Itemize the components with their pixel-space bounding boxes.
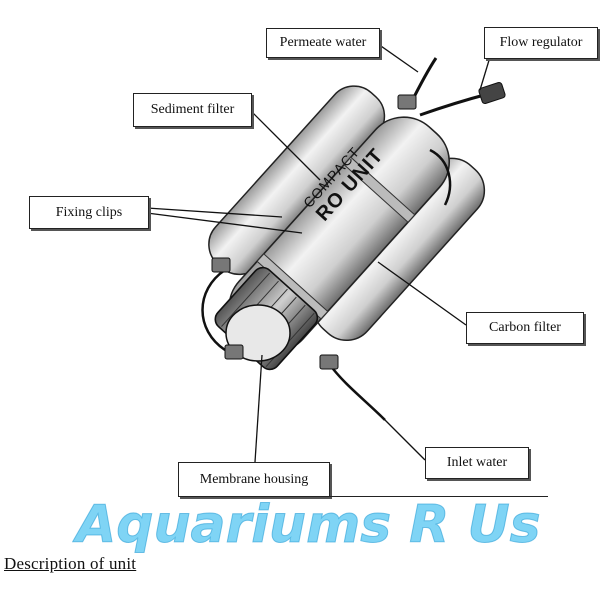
description-heading: Description of unit: [4, 554, 137, 573]
fitting: [224, 344, 244, 360]
label-permeate-water: Permeate water: [266, 28, 380, 58]
leader-lines: [146, 43, 491, 463]
watermark-logo: Aquariums R Us: [72, 495, 541, 556]
label-sediment-filter: Sediment filter: [133, 93, 252, 127]
label-inlet-water: Inlet water: [425, 447, 529, 479]
fitting: [397, 94, 417, 110]
fitting: [319, 354, 339, 370]
left-tube: [201, 268, 226, 352]
right-tube: [429, 148, 452, 206]
flow-regulator-fitting: [478, 81, 506, 105]
inlet-tube: [329, 364, 386, 421]
label-carbon-filter: Carbon filter: [466, 312, 584, 344]
flow-regulator-tube: [419, 92, 489, 117]
label-fixing-clips: Fixing clips: [29, 196, 149, 229]
watermark-text: Aquariums R Us: [72, 495, 541, 555]
separator-rule: [318, 496, 548, 497]
fitting: [211, 257, 231, 273]
label-flow-regulator: Flow regulator: [484, 27, 598, 59]
label-membrane-housing: Membrane housing: [178, 462, 330, 497]
